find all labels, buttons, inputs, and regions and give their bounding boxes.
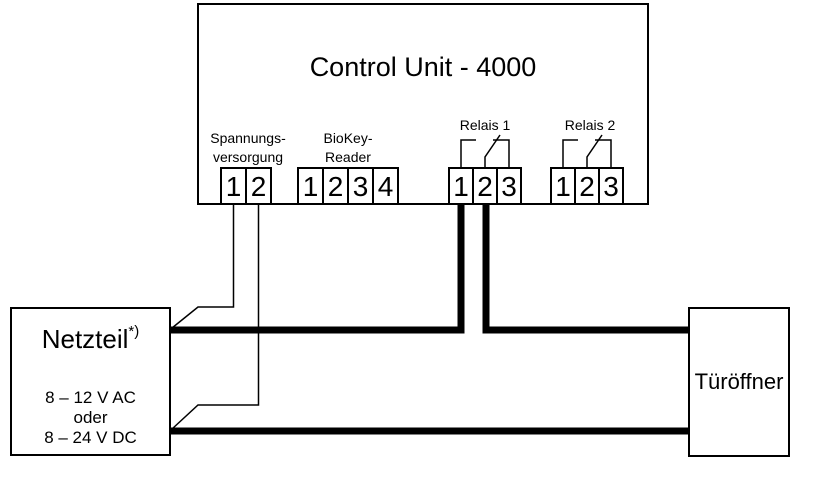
power-group-label-line2: versorgung <box>212 149 284 165</box>
power-supply-footnote-marker: *) <box>128 323 140 341</box>
power-supply-voltage-line2: oder <box>73 408 108 427</box>
power-group-label-line1: Spannungs- <box>210 130 286 146</box>
power-supply-voltage: 8 – 12 V AC oder 8 – 24 V DC <box>10 388 171 448</box>
reader-terminal-block: 1 2 3 4 <box>297 167 399 205</box>
wire-power-terminal2-to-netzteil <box>171 205 260 430</box>
power-supply-box <box>10 307 171 456</box>
relay1-terminal-block: 1 2 3 <box>448 167 522 205</box>
relay2-terminal-block: 1 2 3 <box>550 167 624 205</box>
reader-terminal-1: 1 <box>297 167 324 205</box>
relay2-label: Relais 2 <box>564 117 616 133</box>
relay1-terminal-2: 2 <box>472 167 498 205</box>
control-unit-title: Control Unit - 4000 <box>309 52 537 82</box>
reader-terminal-4: 4 <box>372 167 399 205</box>
reader-group-label-line2: Reader <box>325 149 371 165</box>
power-terminal-1: 1 <box>220 167 247 205</box>
door-opener-title: Türöffner <box>694 369 784 394</box>
relay1-terminal-3: 3 <box>496 167 522 205</box>
power-terminal-2: 2 <box>245 167 272 205</box>
relay1-label: Relais 1 <box>459 117 511 133</box>
power-supply-title: Netzteil*) <box>10 323 171 355</box>
reader-terminal-2: 2 <box>322 167 349 205</box>
relay1-terminal-1: 1 <box>448 167 474 205</box>
wire-relay1-terminal2-to-tueroeffner <box>482 205 688 334</box>
power-supply-voltage-line3: 8 – 24 V DC <box>44 428 137 447</box>
relay2-terminal-2: 2 <box>574 167 600 205</box>
power-supply-voltage-line1: 8 – 12 V AC <box>45 388 136 407</box>
power-supply-title-text: Netzteil <box>41 324 129 354</box>
reader-group-label: BioKey- Reader <box>297 129 399 167</box>
wire-relay1-terminal1-to-netzteil <box>171 205 465 334</box>
power-group-label: Spannungs- versorgung <box>196 129 300 167</box>
reader-terminal-3: 3 <box>347 167 374 205</box>
power-terminal-block: 1 2 <box>220 167 272 205</box>
wire-power-terminal1-to-netzteil <box>171 205 235 329</box>
reader-group-label-line1: BioKey- <box>323 130 373 146</box>
door-opener-box: Türöffner <box>688 307 790 457</box>
relay2-terminal-1: 1 <box>550 167 576 205</box>
relay2-terminal-3: 3 <box>598 167 624 205</box>
